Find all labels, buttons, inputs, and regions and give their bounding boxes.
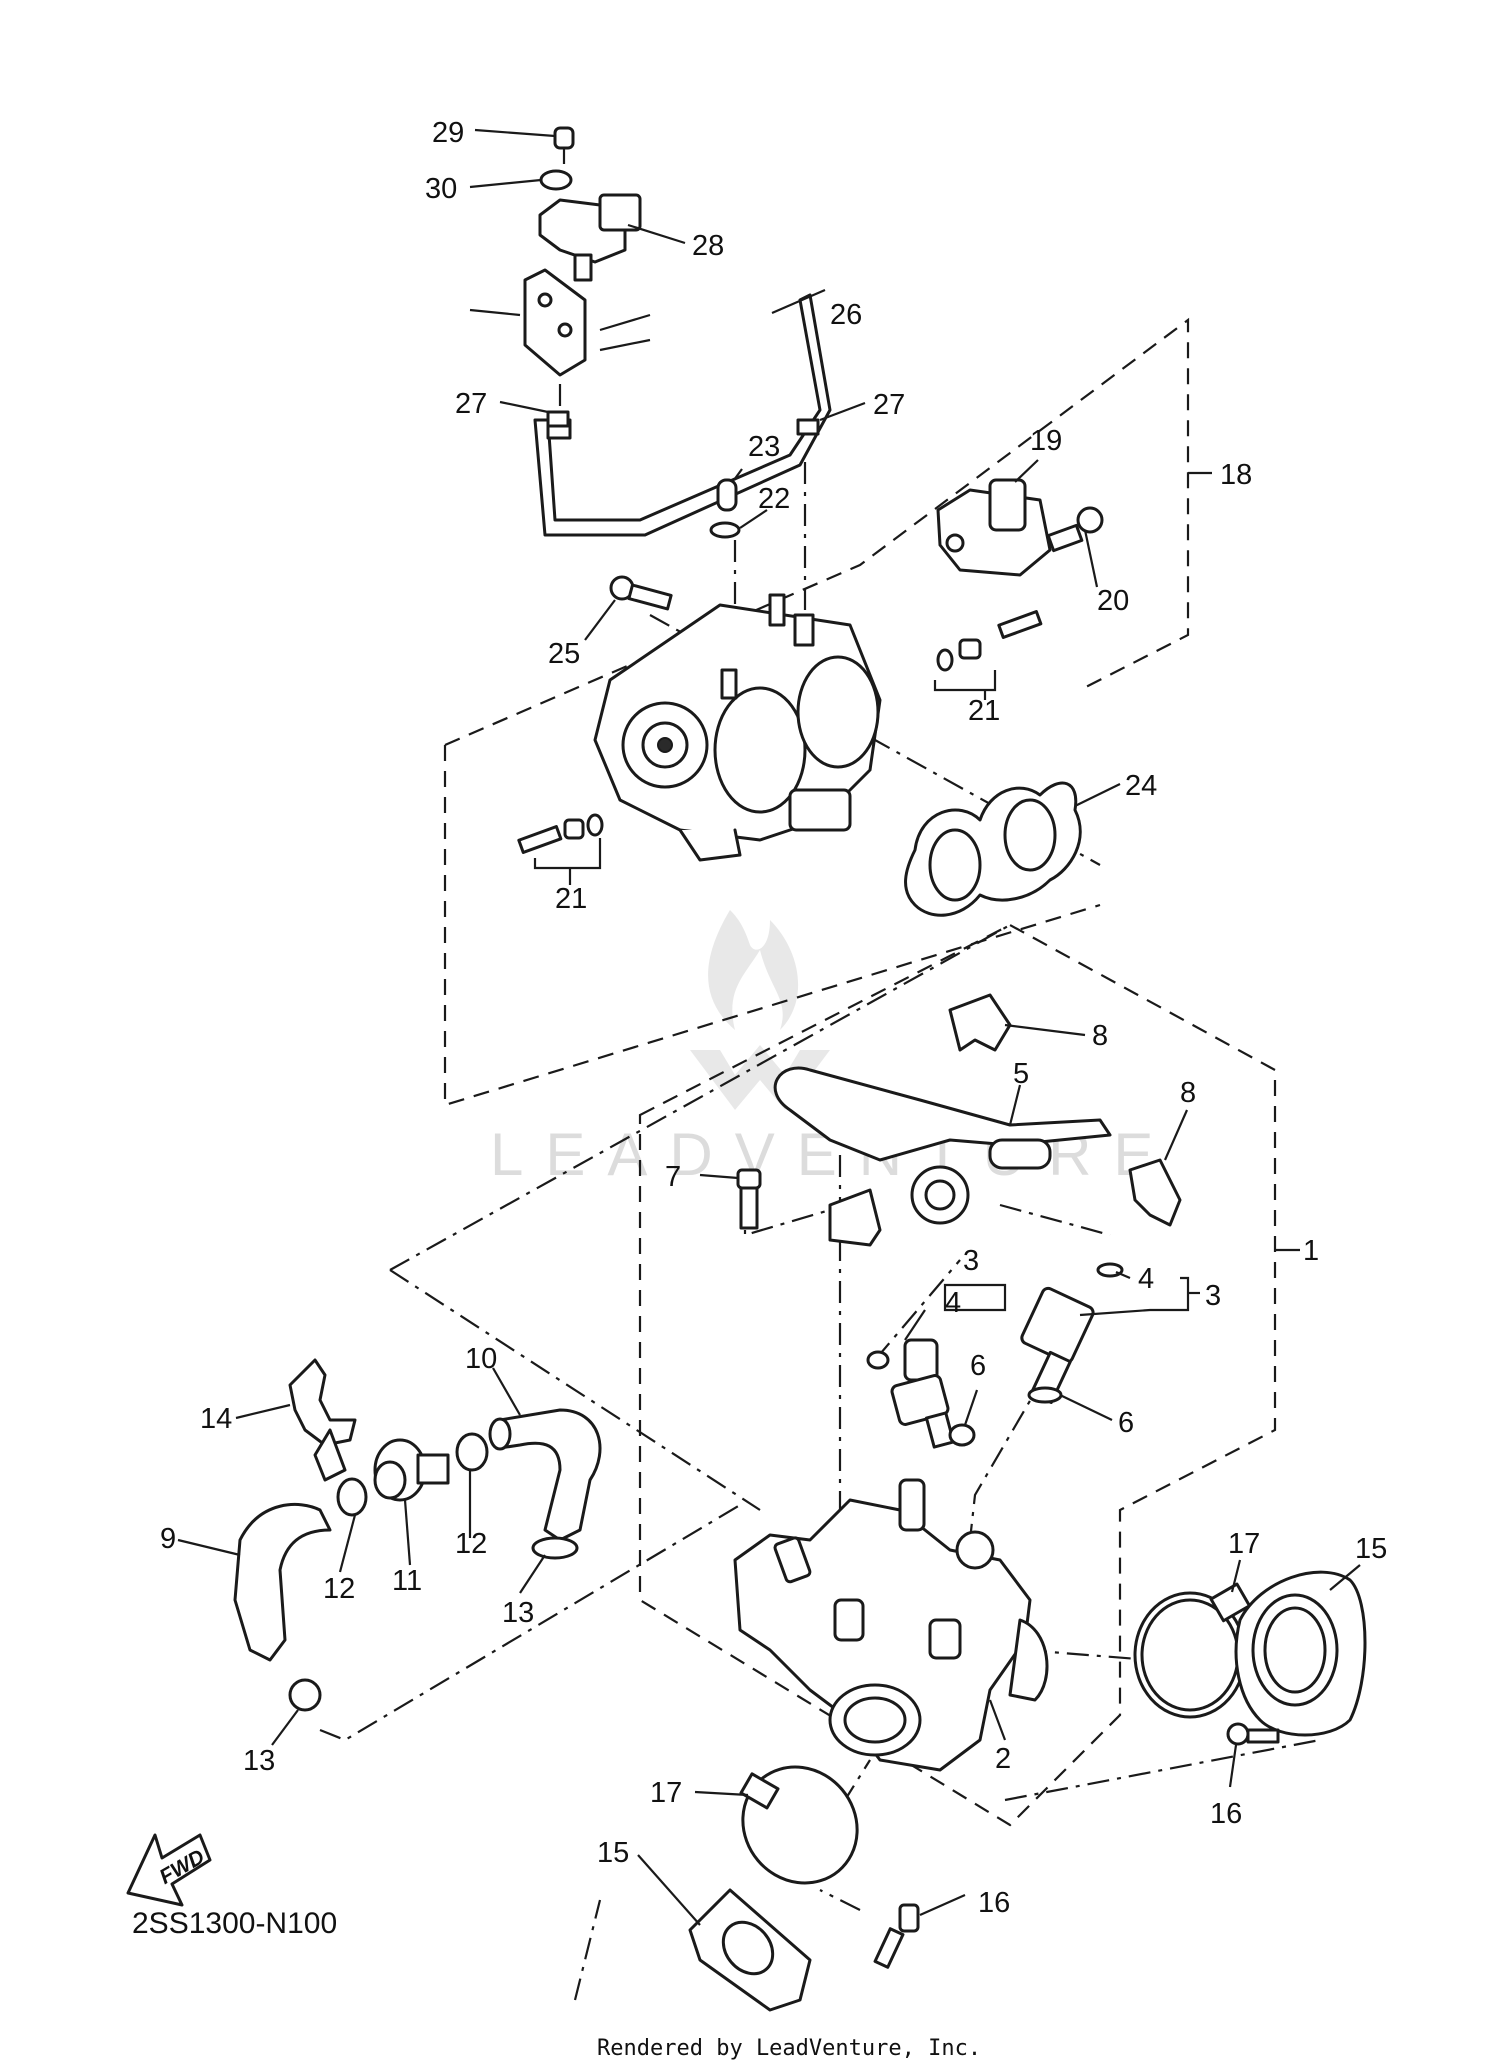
callout-21-left: 21 bbox=[555, 883, 587, 915]
screw-25 bbox=[609, 575, 673, 611]
fitting-11 bbox=[373, 1438, 450, 1502]
callout-13-right: 13 bbox=[502, 1597, 534, 1629]
o-ring-6-left bbox=[948, 1423, 976, 1447]
hose-clamp-17-right bbox=[1133, 1582, 1251, 1719]
assembly-1-boundary bbox=[638, 923, 1277, 1827]
vacuum-hose-26 bbox=[533, 293, 832, 537]
leader-lines bbox=[177, 128, 1361, 1926]
callout-12-left: 12 bbox=[323, 1573, 355, 1605]
callout-8-right: 8 bbox=[1180, 1077, 1196, 1109]
callout-6-right: 6 bbox=[1118, 1407, 1134, 1439]
callout-labels: 29 30 28 26 27 27 23 22 19 18 20 25 21 2… bbox=[160, 117, 1387, 1919]
washer-30 bbox=[539, 169, 573, 191]
callout-2: 2 bbox=[995, 1743, 1011, 1775]
callout-28: 28 bbox=[692, 230, 724, 262]
callout-3-left: 3 bbox=[963, 1245, 979, 1277]
screw-16-bottom bbox=[873, 1903, 920, 1969]
hose-clamp-17-bottom bbox=[739, 1765, 859, 1885]
callout-9: 9 bbox=[160, 1523, 176, 1555]
injector-3-right bbox=[1020, 1286, 1095, 1404]
callout-4-right: 4 bbox=[1138, 1263, 1154, 1295]
footer-credit: Rendered by LeadVenture, Inc. bbox=[597, 2036, 981, 2061]
cap-23 bbox=[716, 478, 738, 512]
idle-screw-21-left bbox=[517, 813, 604, 870]
callout-15-right: 15 bbox=[1355, 1533, 1387, 1565]
callout-27-right: 27 bbox=[873, 389, 905, 421]
intake-pressure-sensor-28 bbox=[538, 193, 642, 282]
fuel-rail-5 bbox=[773, 1066, 1112, 1225]
callout-21-right: 21 bbox=[968, 695, 1000, 727]
idle-screw-21-right bbox=[933, 610, 1043, 692]
callout-11: 11 bbox=[392, 1565, 422, 1597]
clip-12-left bbox=[336, 1477, 368, 1517]
clip-12-right bbox=[455, 1432, 489, 1472]
callout-1: 1 bbox=[1303, 1235, 1319, 1267]
clamp-8-right bbox=[1128, 1158, 1182, 1227]
callout-24: 24 bbox=[1125, 770, 1157, 802]
screw-20 bbox=[1046, 506, 1104, 553]
callout-16-bottom: 16 bbox=[978, 1887, 1010, 1919]
o-ring-6-right bbox=[1027, 1386, 1063, 1404]
clamp-14 bbox=[288, 1358, 357, 1482]
o-ring-4-left bbox=[866, 1350, 890, 1370]
hose-10 bbox=[488, 1408, 602, 1542]
callout-25: 25 bbox=[548, 638, 580, 670]
callout-10: 10 bbox=[465, 1343, 497, 1375]
callout-18: 18 bbox=[1220, 459, 1252, 491]
intake-joint-15-right bbox=[1234, 1570, 1367, 1737]
clip-13-right bbox=[531, 1536, 579, 1560]
callout-27-left: 27 bbox=[455, 388, 487, 420]
clamp-8-top bbox=[948, 993, 1012, 1052]
callout-8-top: 8 bbox=[1092, 1020, 1108, 1052]
callout-6-left: 6 bbox=[970, 1350, 986, 1382]
rail-bracket bbox=[828, 1188, 882, 1247]
callout-12-right: 12 bbox=[455, 1528, 487, 1560]
throttle-housing-2 bbox=[733, 1478, 1049, 1772]
callout-7: 7 bbox=[665, 1161, 681, 1193]
clip-13-left bbox=[288, 1678, 322, 1712]
callout-30: 30 bbox=[425, 173, 457, 205]
callout-20: 20 bbox=[1097, 585, 1129, 617]
callout-13-left: 13 bbox=[243, 1745, 275, 1777]
callout-19: 19 bbox=[1030, 425, 1062, 457]
callout-22: 22 bbox=[758, 483, 790, 515]
bolt-7 bbox=[736, 1168, 762, 1230]
callout-16-right: 16 bbox=[1210, 1798, 1242, 1830]
callout-26: 26 bbox=[830, 299, 862, 331]
callout-15-bottom: 15 bbox=[597, 1837, 629, 1869]
injector-3-left bbox=[890, 1338, 956, 1449]
gasket-24 bbox=[904, 781, 1082, 917]
clip-27-right bbox=[796, 418, 820, 436]
callout-23: 23 bbox=[748, 431, 780, 463]
forward-arrow-icon bbox=[126, 1833, 212, 1907]
clip-22 bbox=[709, 521, 741, 539]
mounting-bracket bbox=[469, 268, 651, 377]
callout-4-left: 4 bbox=[945, 1287, 961, 1319]
diagram-reference-code: 2SS1300-N100 bbox=[132, 1907, 337, 1940]
callout-14: 14 bbox=[200, 1403, 232, 1435]
sensor-bolt-29 bbox=[553, 126, 575, 164]
callout-29: 29 bbox=[432, 117, 464, 149]
callout-17-right: 17 bbox=[1228, 1528, 1260, 1560]
callout-3-right: 3 bbox=[1205, 1280, 1221, 1312]
callout-5: 5 bbox=[1013, 1058, 1029, 1090]
intake-joint-15-bottom bbox=[688, 1888, 812, 2012]
callout-17-bottom: 17 bbox=[650, 1777, 682, 1809]
throttle-body bbox=[593, 593, 882, 862]
screw-16-right bbox=[1226, 1722, 1280, 1746]
throttle-sensor-19 bbox=[936, 478, 1052, 577]
hose-9 bbox=[233, 1503, 332, 1662]
